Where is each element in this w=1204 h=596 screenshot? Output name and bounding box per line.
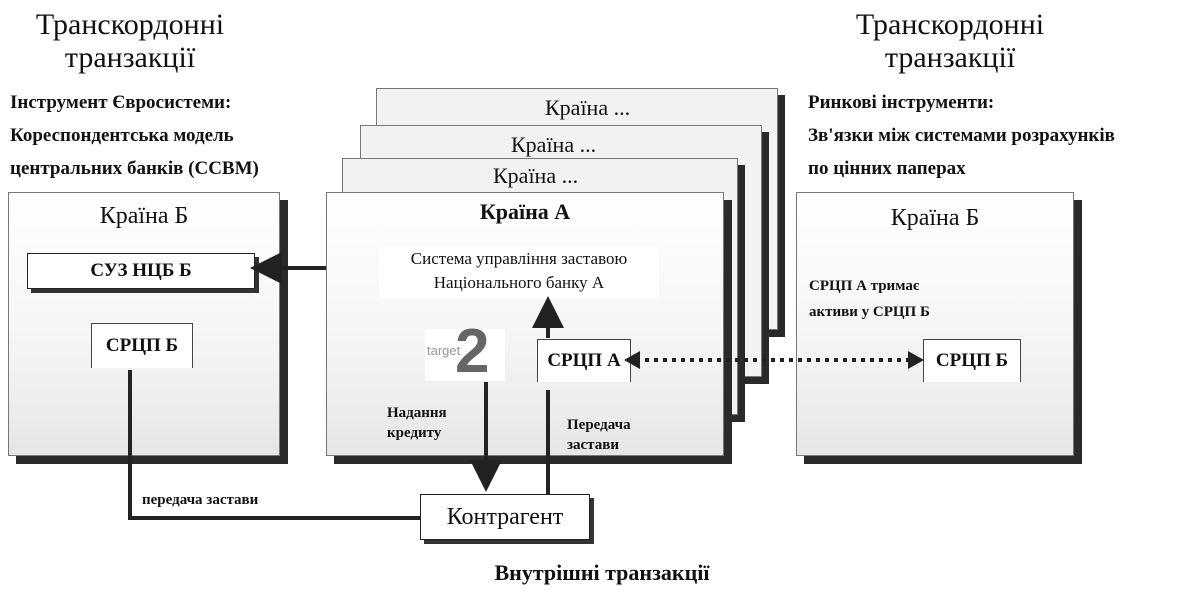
credit-line2: кредиту bbox=[387, 425, 442, 441]
target2-logo: target 2 bbox=[425, 321, 505, 383]
dotted-arrow-right bbox=[908, 351, 924, 369]
left-country-b-title: Країна Б bbox=[99, 203, 189, 229]
right-title-line1: Транскордонні bbox=[855, 8, 1045, 41]
collateral-transfer-bottom-label: передача застави bbox=[142, 492, 259, 508]
right-srcp-b-box: СРЦП Б bbox=[923, 339, 1021, 382]
right-country-b-panel: Країна Б СРЦП А тримає активи у СРЦП Б С… bbox=[796, 192, 1074, 456]
right-country-b-title: Країна Б bbox=[890, 205, 980, 231]
credit-line1: Надання bbox=[387, 405, 447, 421]
right-sub-line2: Зв'язки між системами розрахунків bbox=[808, 125, 1115, 146]
right-note-line1: СРЦП А тримає bbox=[809, 278, 920, 294]
collateral-system-line2: Національного банку А bbox=[433, 273, 605, 292]
counterparty-box: Контрагент bbox=[420, 494, 590, 540]
left-country-b-panel: Країна Б СУЗ НЦБ Б СРЦП Б bbox=[8, 192, 280, 456]
left-subtitle: Інструмент Євросистеми: Кореспондентська… bbox=[10, 86, 259, 185]
ncb-collateral-system-box: СУЗ НЦБ Б bbox=[27, 253, 255, 289]
target2-text: target bbox=[427, 343, 461, 358]
country-a-title: Країна А bbox=[479, 199, 571, 224]
left-title-line2: транзакції bbox=[64, 41, 196, 74]
line-srcp-b-to-counterparty bbox=[128, 370, 420, 520]
collateral-system-label: Система управління заставою Національног… bbox=[379, 247, 659, 299]
left-sub-line3: центральних банків (CCBM) bbox=[10, 158, 259, 179]
credit-label: Надання кредиту bbox=[387, 403, 447, 443]
collateral-transfer-line2: застави bbox=[567, 437, 619, 453]
left-title-line1: Транскордонні bbox=[35, 8, 225, 41]
left-sub-line1: Інструмент Євросистеми: bbox=[10, 92, 232, 113]
left-sub-line2: Кореспондентська модель bbox=[10, 125, 234, 146]
right-header-title: Транскордонні транзакції bbox=[820, 8, 1080, 74]
left-header-title: Транскордонні транзакції bbox=[10, 8, 250, 74]
right-sub-line1: Ринкові інструменти: bbox=[808, 92, 995, 113]
right-note: СРЦП А тримає активи у СРЦП Б bbox=[809, 273, 930, 325]
footer-caption: Внутрішні транзакції bbox=[494, 560, 710, 585]
right-sub-line3: по цінних паперах bbox=[808, 158, 966, 179]
right-subtitle: Ринкові інструменти: Зв'язки між система… bbox=[808, 86, 1115, 185]
collateral-transfer-label: Передача застави bbox=[567, 415, 631, 455]
target2-digit: 2 bbox=[455, 317, 490, 386]
collateral-system-line1: Система управління заставою bbox=[410, 249, 628, 268]
left-srcp-b-box: СРЦП Б bbox=[91, 323, 193, 368]
srcp-a-box: СРЦП А bbox=[537, 339, 631, 382]
country-layer-middle-label: Країна ... bbox=[511, 132, 597, 157]
country-layer-front-label: Країна ... bbox=[493, 163, 579, 188]
country-layer-back-label: Країна ... bbox=[545, 95, 631, 120]
right-title-line2: транзакції bbox=[884, 41, 1016, 74]
collateral-transfer-line1: Передача bbox=[567, 417, 631, 433]
dotted-arrow-left bbox=[624, 351, 640, 369]
right-note-line2: активи у СРЦП Б bbox=[809, 304, 930, 320]
country-a-panel: Країна А Система управління заставою Нац… bbox=[326, 192, 724, 456]
